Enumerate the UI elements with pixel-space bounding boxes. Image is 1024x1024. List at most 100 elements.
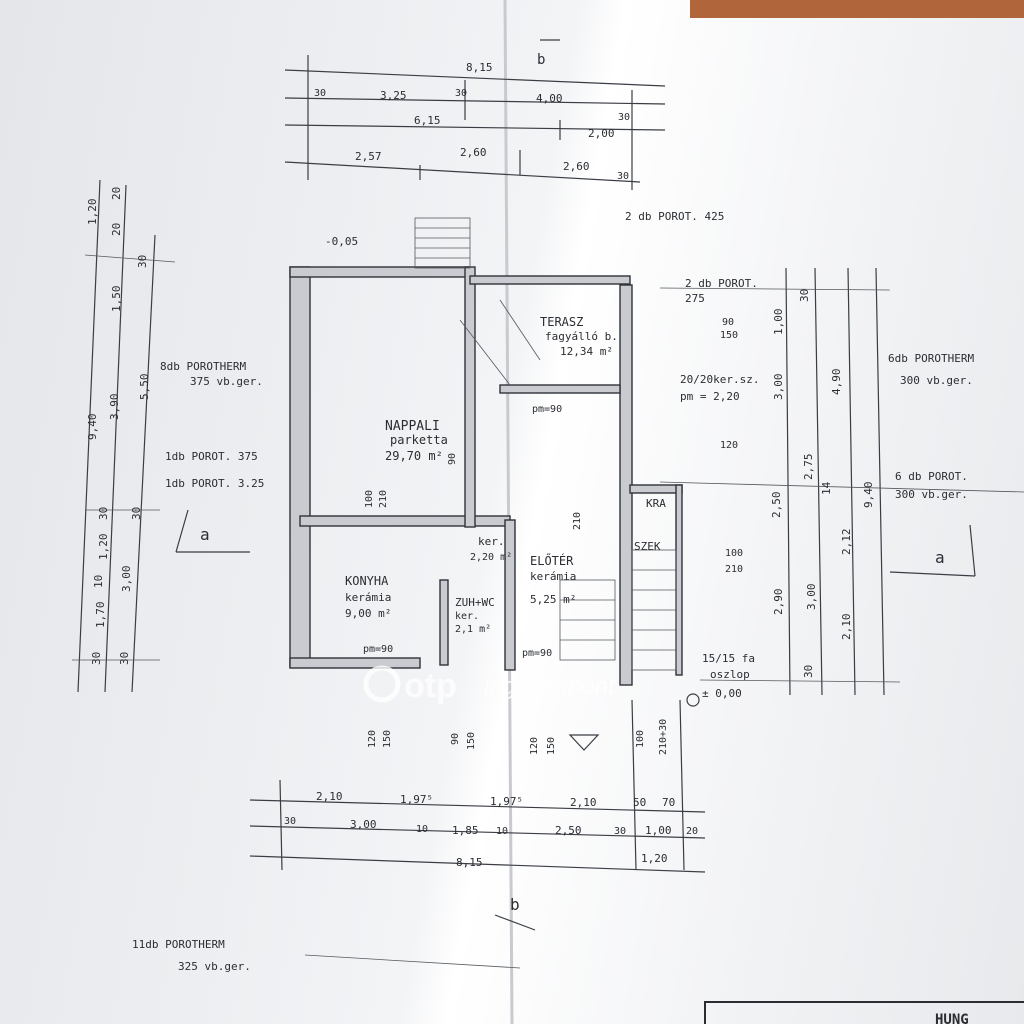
dim-bot-r1-6: 70 — [662, 796, 675, 809]
dim-right-4-90: 4,90 — [830, 369, 843, 396]
dim-left-in-30b: 30 — [130, 507, 143, 520]
dim-left-30a: 30 — [97, 507, 110, 520]
left-dimension-lines — [72, 179, 176, 693]
dim-bot-r2-2: 3,00 — [350, 818, 377, 831]
label-porot-2db-b2: 275 — [685, 292, 705, 305]
opening-150b: 150 — [466, 732, 477, 750]
dim-bot-r2-9: 20 — [686, 826, 698, 837]
room-nappali-name: NAPPALI — [385, 419, 440, 434]
dim-top-r4-4: 30 — [617, 171, 629, 182]
dim-right-9-40: 9,40 — [862, 482, 875, 509]
dim-top-r2-4: 4,00 — [536, 92, 563, 105]
label-oszlop-2: oszlop — [710, 668, 750, 681]
room-eloter-name: ELŐTÉR — [530, 553, 574, 568]
dim-left-20b: 20 — [110, 223, 123, 236]
room-zuh-floor: ker. — [455, 611, 479, 622]
room-ker-area: 2,20 m² — [470, 552, 512, 563]
label-porot-8db-2: 375 vb.ger. — [190, 375, 263, 388]
dim-right-2-50: 2,50 — [770, 492, 783, 519]
opening-210b: 210 — [725, 564, 743, 575]
opening-120b: 120 — [529, 737, 540, 755]
opening-120c: 120 — [720, 440, 738, 451]
room-zuh-area: 2,1 m² — [455, 624, 491, 635]
label-porot-2db-a: 2 db POROT. 425 — [625, 210, 724, 223]
label-porot-6db-b1: 6 db POROT. — [895, 470, 968, 483]
dim-bot-r2-4: 1,85 — [452, 824, 479, 837]
dim-bot-r1-1: 2,10 — [316, 790, 343, 803]
section-mark-a-right: a — [935, 548, 945, 567]
dim-right-30b: 30 — [802, 665, 815, 678]
dim-top-r2-5: 30 — [618, 112, 630, 123]
dim-left-in-3-00: 3,00 — [120, 566, 133, 593]
dim-right-2-10: 2,10 — [840, 614, 853, 641]
dim-bot-r2-6: 2,50 — [555, 824, 582, 837]
opening-100a: 100 — [635, 730, 646, 748]
opening-150a: 150 — [382, 730, 393, 748]
opening-150c: 150 — [546, 737, 557, 755]
dim-left-in-30a: 30 — [136, 255, 149, 268]
room-ker-name: ker. — [478, 535, 505, 548]
label-pm90-konyha: pm=90 — [363, 644, 393, 655]
dim-top-r2-3: 30 — [455, 88, 467, 99]
title-block-text: HUNG — [935, 1012, 969, 1024]
dim-left-1-70: 1,70 — [94, 602, 107, 629]
walls — [289, 266, 683, 686]
label-zero-level: ± 0,00 — [702, 687, 742, 700]
opening-210a: 210 — [572, 512, 583, 530]
opening-210-30: 210+30 — [658, 719, 669, 755]
stairs — [414, 217, 677, 671]
section-marks — [175, 39, 976, 931]
label-porot-2db-b1: 2 db POROT. — [685, 277, 758, 290]
label-pm-220: pm = 2,20 — [680, 390, 740, 403]
right-dimension-lines — [659, 267, 1024, 696]
dim-top-r3-2: 2,00 — [588, 127, 615, 140]
label-oszlop-1: 15/15 fa — [702, 652, 755, 665]
room-konyha-floor: kerámia — [345, 591, 391, 604]
dim-top-r2-1: 30 — [314, 88, 326, 99]
room-konyha-area: 9,00 m² — [345, 607, 391, 620]
dim-bot-r3-2: 1,20 — [641, 852, 668, 865]
wooden-table-edge — [690, 0, 1024, 18]
label-minus-level: -0,05 — [325, 235, 358, 248]
dim-left-30b: 30 — [90, 652, 103, 665]
dim-bot-r1-3: 1,97⁵ — [490, 795, 523, 808]
dim-bot-r1-5: 50 — [633, 796, 646, 809]
label-ker-sz: 20/20ker.sz. — [680, 373, 759, 386]
section-mark-b-bottom: b — [510, 895, 520, 914]
dim-right-1-00: 1,00 — [772, 309, 785, 336]
room-terasz-floor: fagyálló b. — [545, 330, 618, 343]
opening-90c: 90 — [447, 453, 458, 465]
opening-100c: 100 — [364, 490, 375, 508]
dim-top-r2-2: 3,25 — [380, 89, 407, 102]
room-nappali-area: 29,70 m² — [385, 449, 443, 463]
opening-90a: 90 — [450, 733, 461, 745]
room-terasz-name: TERASZ — [540, 315, 583, 329]
label-porot-6db-a2: 300 vb.ger. — [900, 374, 973, 387]
room-zuh-name: ZUH+WC — [455, 596, 495, 609]
label-porot-1db-b: 1db POROT. 3.25 — [165, 477, 264, 490]
paper-fold — [503, 0, 514, 1024]
dim-right-2-12: 2,12 — [840, 529, 853, 556]
dim-right-14: 14 — [820, 481, 833, 495]
dim-right-3-00a: 3,00 — [772, 374, 785, 401]
opening-210c: 210 — [378, 490, 389, 508]
title-block — [704, 1001, 1024, 1024]
dim-bot-total: 8,15 — [456, 856, 483, 869]
dim-bot-r1-2: 1,97⁵ — [400, 793, 433, 806]
section-mark-a-left: a — [200, 525, 210, 544]
opening-120a: 120 — [367, 730, 378, 748]
dim-left-1-50: 1,50 — [110, 286, 123, 313]
bottom-dimension-lines — [249, 699, 706, 969]
section-mark-b-top: b — [537, 52, 545, 68]
dim-left-1-20b: 1,20 — [97, 534, 110, 561]
label-porot-11db-2: 325 vb.ger. — [178, 960, 251, 973]
label-pm90-eloter: pm=90 — [522, 648, 552, 659]
room-eloter-area: 5,25 m² — [530, 593, 576, 606]
room-nappali-floor: parketta — [390, 433, 448, 447]
dim-bot-r1-4: 2,10 — [570, 796, 597, 809]
watermark-product: ingatlanpont — [484, 673, 616, 700]
opening-150d: 150 — [720, 330, 738, 341]
label-porot-6db-b2: 300 vb.ger. — [895, 488, 968, 501]
dim-top-total: 8,15 — [466, 61, 493, 74]
